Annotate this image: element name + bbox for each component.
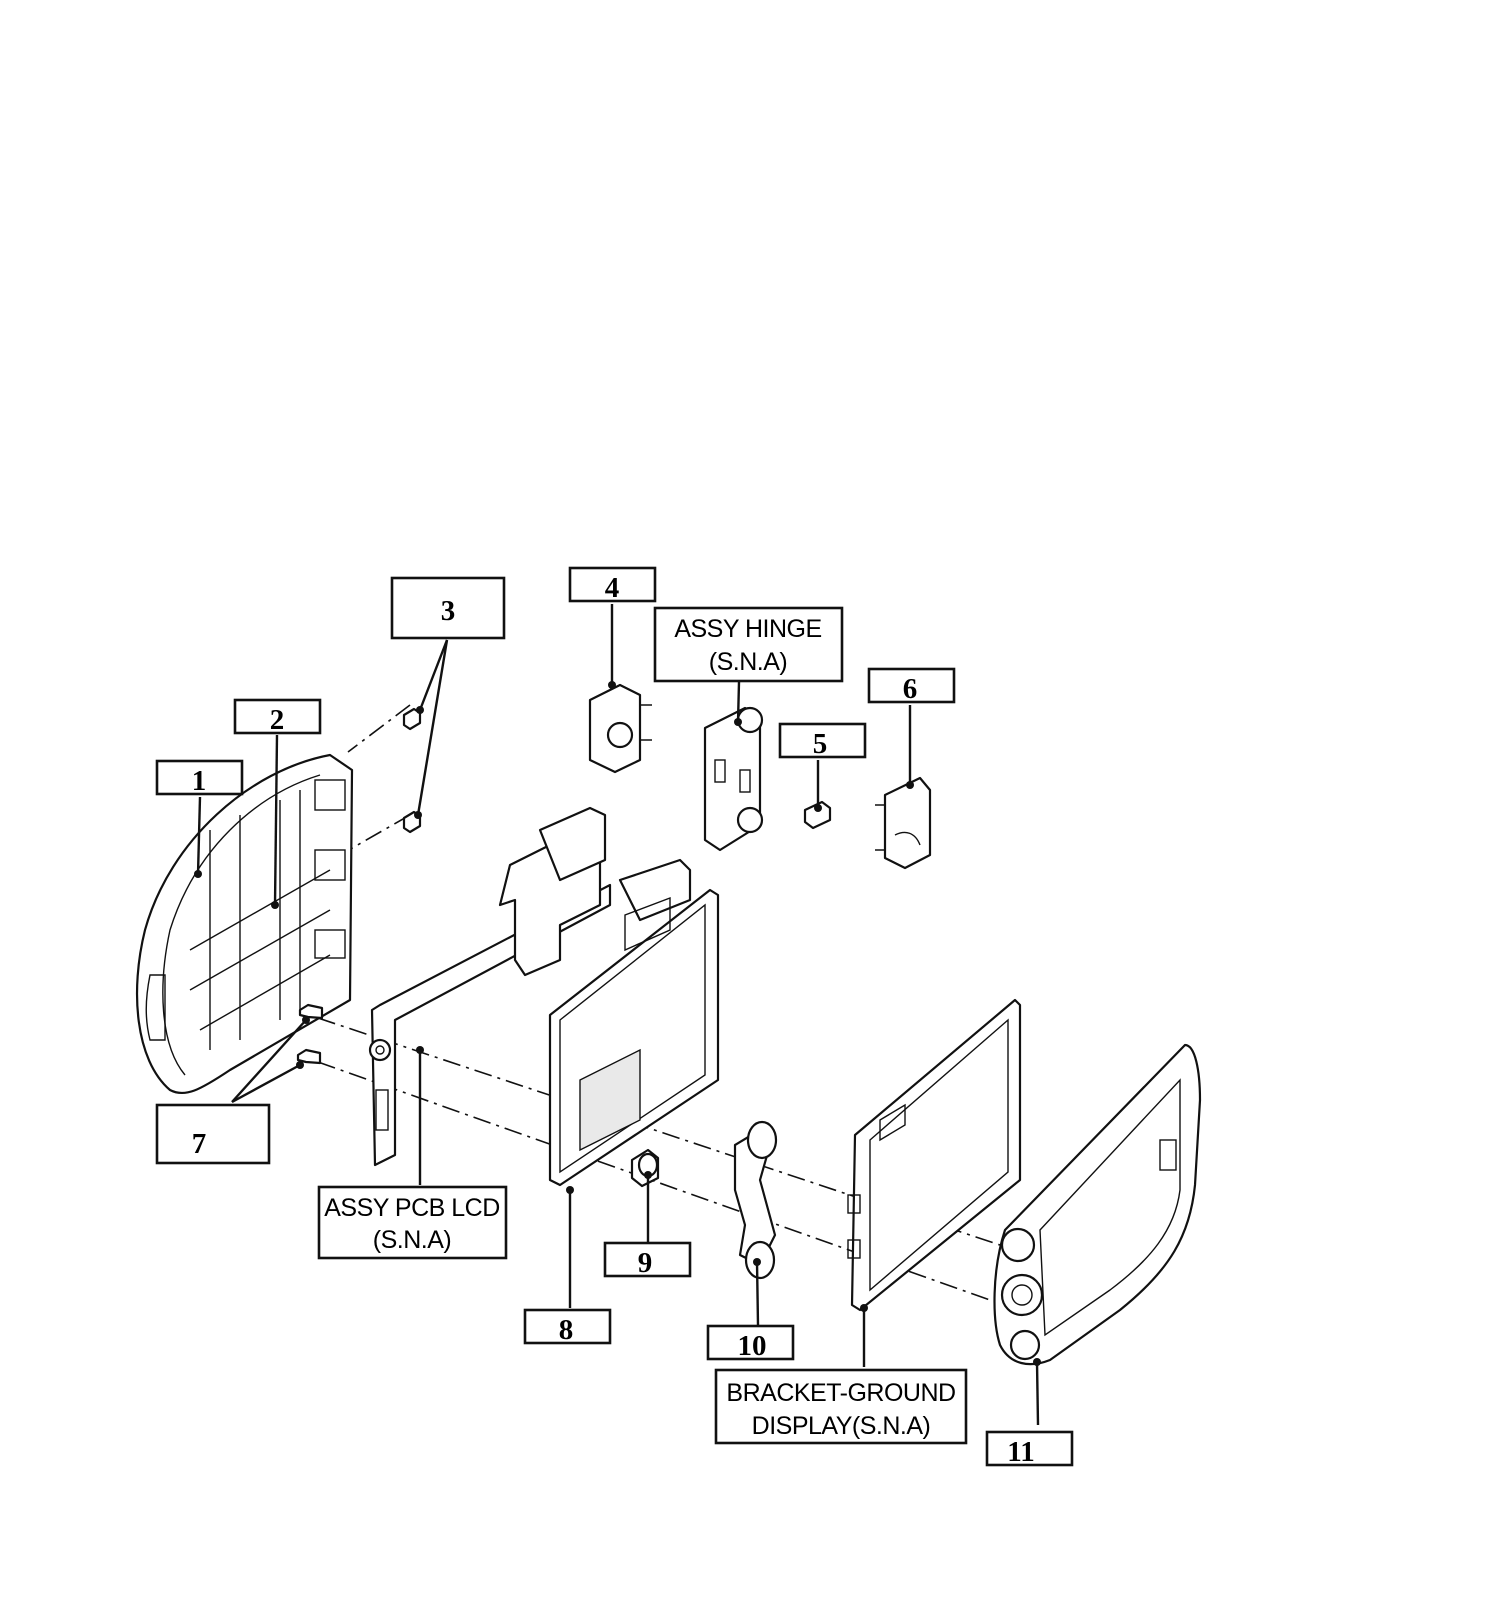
callout-2: 2 xyxy=(233,698,322,736)
callout-8: 8 xyxy=(523,1308,612,1346)
label-assy-hinge-line2: (S.N.A) xyxy=(709,648,787,676)
part-1-rear-cover xyxy=(135,753,354,1095)
part-7-screws xyxy=(296,1003,324,1065)
leader-lines xyxy=(196,604,1040,1426)
callout-3: 3 xyxy=(390,576,506,640)
callout-10: 10 xyxy=(706,1324,795,1362)
label-assy-pcb-lcd: ASSY PCB LCD (S.N.A) xyxy=(317,1185,508,1260)
label-assy-hinge: ASSY HINGE (S.N.A) xyxy=(653,606,844,683)
callout-11: 11 xyxy=(985,1430,1074,1468)
callout-3-text: 3 xyxy=(441,595,456,627)
label-bracket-ground-display: BRACKET-GROUND DISPLAY(S.N.A) xyxy=(714,1368,968,1445)
callout-4-text: 4 xyxy=(605,572,620,604)
callout-2-text: 2 xyxy=(270,704,285,736)
part-8-lcd-panel xyxy=(548,858,720,1187)
callout-10-text: 10 xyxy=(738,1330,767,1362)
label-assy-pcb-lcd-line1: ASSY PCB LCD xyxy=(324,1194,500,1222)
bracket-ground-display-frame xyxy=(847,998,1022,1312)
assy-pcb-lcd-board xyxy=(368,806,612,1167)
callout-7: 7 xyxy=(155,1103,271,1165)
part-9-hinge-cap xyxy=(630,1148,660,1188)
callout-6-text: 6 xyxy=(903,673,918,705)
callout-1: 1 xyxy=(155,759,244,797)
callout-5-text: 5 xyxy=(813,728,828,760)
part-4-hinge-block xyxy=(588,683,652,774)
callout-9: 9 xyxy=(603,1241,692,1279)
callout-5: 5 xyxy=(778,722,867,760)
part-5-connector xyxy=(803,800,832,830)
callout-4: 4 xyxy=(568,566,657,604)
callout-1-text: 1 xyxy=(192,765,207,797)
label-assy-pcb-lcd-line2: (S.N.A) xyxy=(373,1226,451,1254)
part-6-hinge-cover xyxy=(875,776,932,870)
callout-11-text: 11 xyxy=(1007,1436,1034,1468)
label-bracket-ground-line1: BRACKET-GROUND xyxy=(726,1379,955,1407)
leader-dots xyxy=(194,681,1041,1366)
part-11-front-cover xyxy=(993,1043,1202,1366)
callout-7-text: 7 xyxy=(192,1128,207,1160)
callout-9-text: 9 xyxy=(638,1247,653,1279)
callout-6: 6 xyxy=(867,667,956,705)
assy-hinge-part xyxy=(703,706,764,852)
label-assy-hinge-line1: ASSY HINGE xyxy=(674,615,821,643)
label-bracket-ground-line2: DISPLAY(S.N.A) xyxy=(752,1412,931,1440)
part-10-hinge-bracket xyxy=(733,1120,778,1280)
callout-8-text: 8 xyxy=(559,1314,574,1346)
